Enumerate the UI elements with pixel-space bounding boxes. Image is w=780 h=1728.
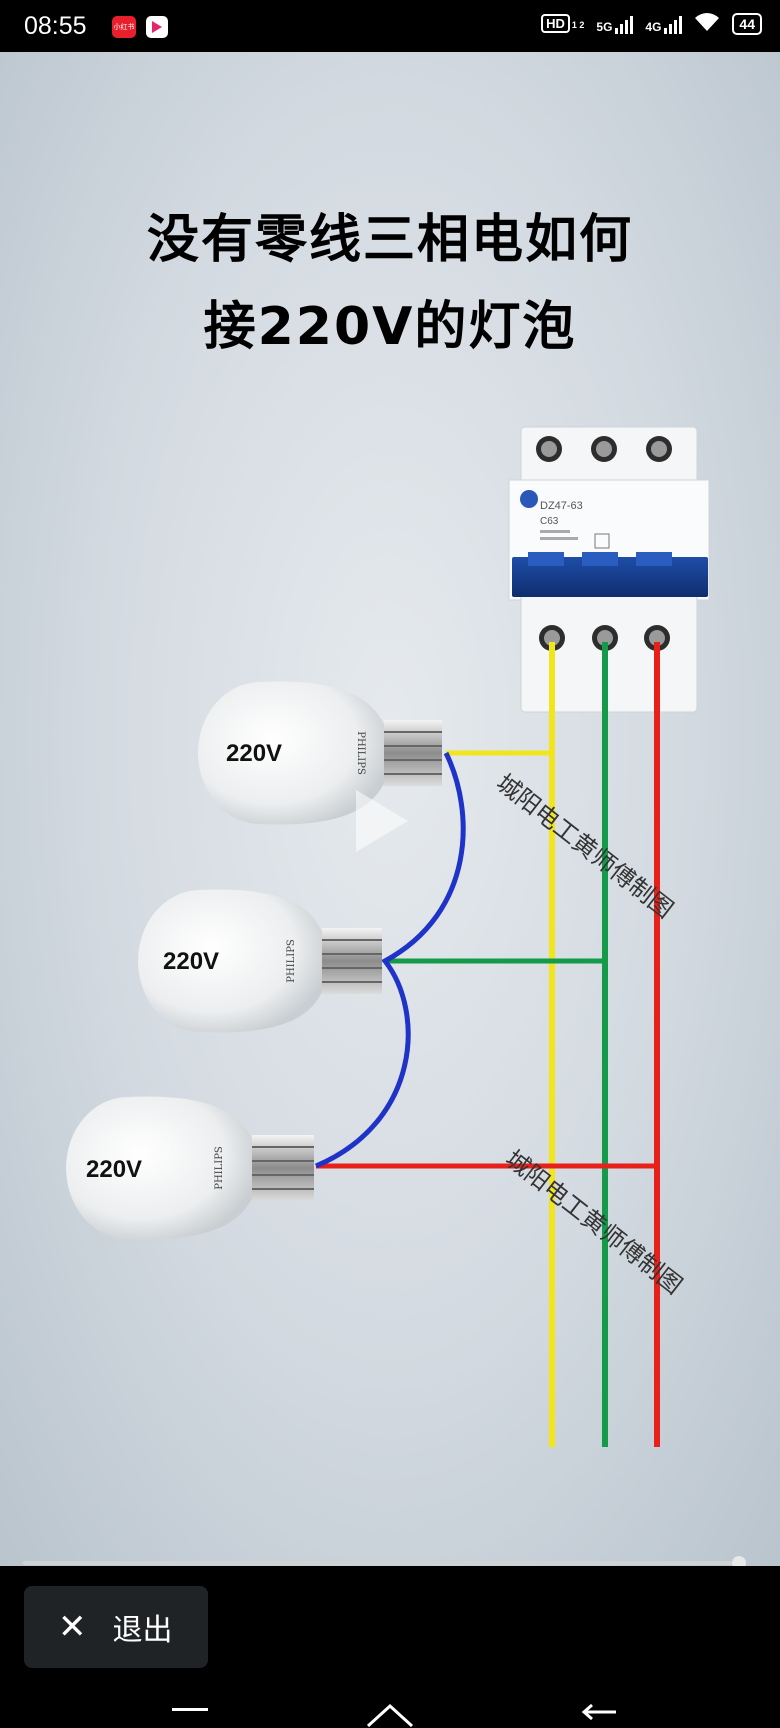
bulb-2-voltage: 220V [163, 948, 220, 975]
home-icon[interactable] [364, 1700, 416, 1728]
app-icon-xiaohongshu: 小红书 [112, 16, 136, 38]
wiring-diagram: DZ47-63 C63 [66, 426, 710, 1447]
bulb-3: PHILIPS [66, 1096, 314, 1240]
bulb-1: PHILIPS [198, 681, 442, 825]
circuit-breaker: DZ47-63 C63 [508, 426, 710, 713]
bulb-1-voltage: 220V [226, 740, 283, 767]
breaker-top-terminals [536, 436, 672, 462]
video-progress-bar[interactable] [22, 1556, 746, 1570]
video-frame[interactable]: 没有零线三相电如何 接220V的灯泡 [0, 52, 780, 1566]
breaker-bottom-terminals [539, 625, 670, 651]
bulb-1-brand: PHILIPS [355, 731, 366, 775]
bottom-bar: ✕ 退出 [0, 1566, 780, 1678]
video-title-line-2: 接220V的灯泡 [203, 297, 577, 357]
bulb-3-voltage: 220V [86, 1156, 143, 1183]
breaker-model: DZ47-63 [540, 500, 583, 512]
wifi-icon [694, 12, 720, 35]
bulb-3-brand: PHILIPS [214, 1146, 225, 1190]
exit-button[interactable]: ✕ 退出 [24, 1586, 208, 1668]
breaker-rating: C63 [540, 516, 559, 527]
exit-label: 退出 [112, 1613, 173, 1648]
breaker-logo [520, 490, 538, 508]
play-icon [356, 790, 408, 852]
blue-link-wire [315, 751, 466, 1169]
status-time: 08:55 [24, 12, 87, 40]
bulb-2: PHILIPS [138, 889, 382, 1033]
progress-fill [22, 1561, 733, 1565]
system-nav-bar [0, 1678, 780, 1728]
menu-icon[interactable] [172, 1708, 208, 1711]
signal-icon-5g: 5G [596, 14, 634, 34]
signal-icon-4g: 4G [645, 14, 683, 34]
battery-icon: 44 [732, 12, 762, 35]
breaker-handles [512, 552, 708, 597]
app-icon-video [146, 16, 168, 38]
bulb-2-brand: PHILIPS [286, 939, 297, 983]
close-icon: ✕ [58, 1607, 87, 1647]
back-icon[interactable] [580, 1702, 620, 1722]
video-title-line-1: 没有零线三相电如何 [146, 210, 633, 270]
